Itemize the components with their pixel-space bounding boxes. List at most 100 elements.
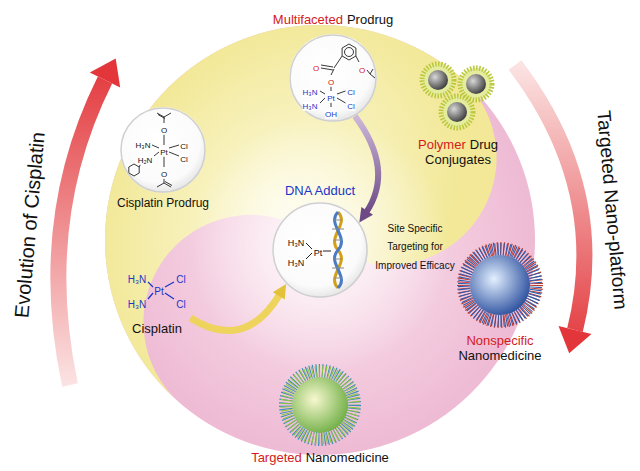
nano-platform-arrowhead — [559, 326, 592, 353]
node-heading: DNA Adduct — [285, 183, 355, 198]
atom-label: Pt — [160, 148, 168, 157]
adduct-bonds — [306, 243, 331, 259]
atom-label: Cl — [347, 88, 355, 97]
atom-label: O — [161, 126, 167, 135]
node-caption: Prodrug — [347, 12, 393, 27]
polymer-particles — [422, 64, 492, 128]
particle-core — [470, 255, 530, 315]
atom-label: Pt — [154, 286, 163, 297]
particle-fringe — [286, 371, 354, 439]
atom-label: Cl — [176, 274, 185, 285]
atom-label-holder: Cl — [347, 81, 355, 99]
arrowhead — [359, 207, 373, 223]
particle-fringe — [464, 249, 536, 321]
node-heading: Cisplatin Prodrug — [117, 196, 209, 210]
atom-label: H₃N — [303, 102, 318, 111]
caption-holder: Multifaceted Prodrug — [223, 13, 443, 28]
note-holder: Site Specific Targeting for Improved Eff… — [369, 218, 461, 273]
atom-label: Cl — [180, 142, 188, 151]
connector-line — [355, 116, 378, 213]
evolution-arrowhead — [90, 59, 120, 88]
particle-corona — [460, 68, 492, 100]
side-label: Targeted Nano-platform — [593, 110, 631, 311]
atom-label-holder: Cl — [176, 294, 185, 312]
particle-core — [466, 74, 486, 94]
targeted-nanoparticle — [286, 371, 354, 439]
multifaceted-structure — [320, 44, 375, 107]
figure-node: TargetedNanomedicine — [278, 363, 362, 447]
figure-node: NonspecificNanomedicine — [455, 240, 545, 330]
prodrug-disc — [120, 107, 206, 193]
atom-label: H₃N — [288, 238, 305, 248]
note-label: Site Specific Targeting for Improved Eff… — [375, 223, 454, 271]
nonspecific-nanoparticle — [464, 249, 536, 321]
caption-holder: NonspecificNanomedicine — [435, 334, 565, 364]
atom-label-holder: H₃N — [128, 269, 147, 287]
atom-label-holder: Pt — [160, 141, 168, 159]
dna-strand — [335, 212, 342, 288]
atom-label: OH — [325, 110, 337, 119]
atom-label-holder: H₃N — [136, 134, 151, 152]
particle-core — [428, 70, 448, 90]
atom-label-holder: Cl — [180, 148, 188, 166]
prodrug-disc — [289, 34, 377, 122]
atom-label: Cl — [176, 299, 185, 310]
atom-label-holder: O — [161, 119, 167, 137]
particle-fringe — [464, 249, 536, 321]
atom-label-holder: Cl — [180, 135, 188, 153]
caption-holder: PolymerDrug Conjugates — [406, 138, 510, 168]
node-heading: Targeted — [251, 450, 302, 465]
evolution-arrow — [58, 80, 105, 385]
node-heading: Multifaceted — [273, 12, 343, 27]
atom-label: H₃N — [128, 274, 147, 285]
atom-label: O — [359, 66, 365, 75]
dna-strand — [335, 212, 342, 288]
side-label-holder: Evolution of Cisplatin — [10, 131, 49, 319]
pink-region — [17, 0, 623, 471]
particle-corona — [441, 96, 473, 128]
adduct-disc — [272, 202, 368, 298]
circle-border — [273, 203, 367, 297]
node-caption: Nanomedicine — [306, 450, 389, 465]
side-label-holder: Targeted Nano-platform — [592, 110, 631, 311]
caption-holder: DNA Adduct — [250, 184, 390, 199]
atom-label: O — [328, 78, 334, 87]
particle-corona — [422, 64, 454, 96]
atom-label: O — [313, 64, 319, 73]
atom-label-holder: H₃N — [128, 294, 147, 312]
atom-label-holder: O — [313, 57, 319, 75]
dna-rungs — [332, 220, 344, 278]
particle-core — [292, 377, 348, 433]
particle-core — [447, 102, 467, 122]
atom-label-holder: H₃N — [303, 95, 318, 113]
arrowhead — [273, 284, 286, 300]
circle-border — [290, 35, 376, 121]
yellow-region — [17, 0, 540, 471]
connector-arrow — [355, 116, 378, 222]
atom-label-holder: Pt — [327, 87, 335, 105]
atom-label: H₃N — [128, 299, 147, 310]
atom-label-holder: O — [161, 163, 167, 181]
atom-label-holder: H₃N — [288, 232, 305, 250]
atom-label: O — [161, 170, 167, 179]
cisplatin-prodrug-structure — [129, 113, 179, 187]
figure-node: PolymerDrug Conjugates — [416, 50, 500, 134]
atom-label-holder: Cl — [176, 269, 185, 287]
caption-holder: Cisplatin Prodrug — [83, 197, 243, 211]
caption-holder: Cisplatin — [97, 322, 217, 337]
atom-label: Cl — [180, 155, 188, 164]
atom-label: H₃N — [288, 258, 305, 268]
particle-fringe — [286, 371, 354, 439]
atom-label-holder: O — [359, 59, 365, 77]
atom-label: Cl — [347, 102, 355, 111]
node-heading: Nonspecific — [435, 334, 565, 349]
atom-label-holder: Pt — [314, 242, 323, 260]
atom-label: H₃N — [303, 88, 318, 97]
atom-label: Pt — [314, 248, 323, 258]
node-heading: Polymer — [418, 137, 466, 152]
atom-label-holder: Pt — [154, 281, 163, 299]
caption-holder: Targeted Nanomedicine — [220, 451, 420, 466]
atom-label-holder: H₃N — [288, 252, 305, 270]
